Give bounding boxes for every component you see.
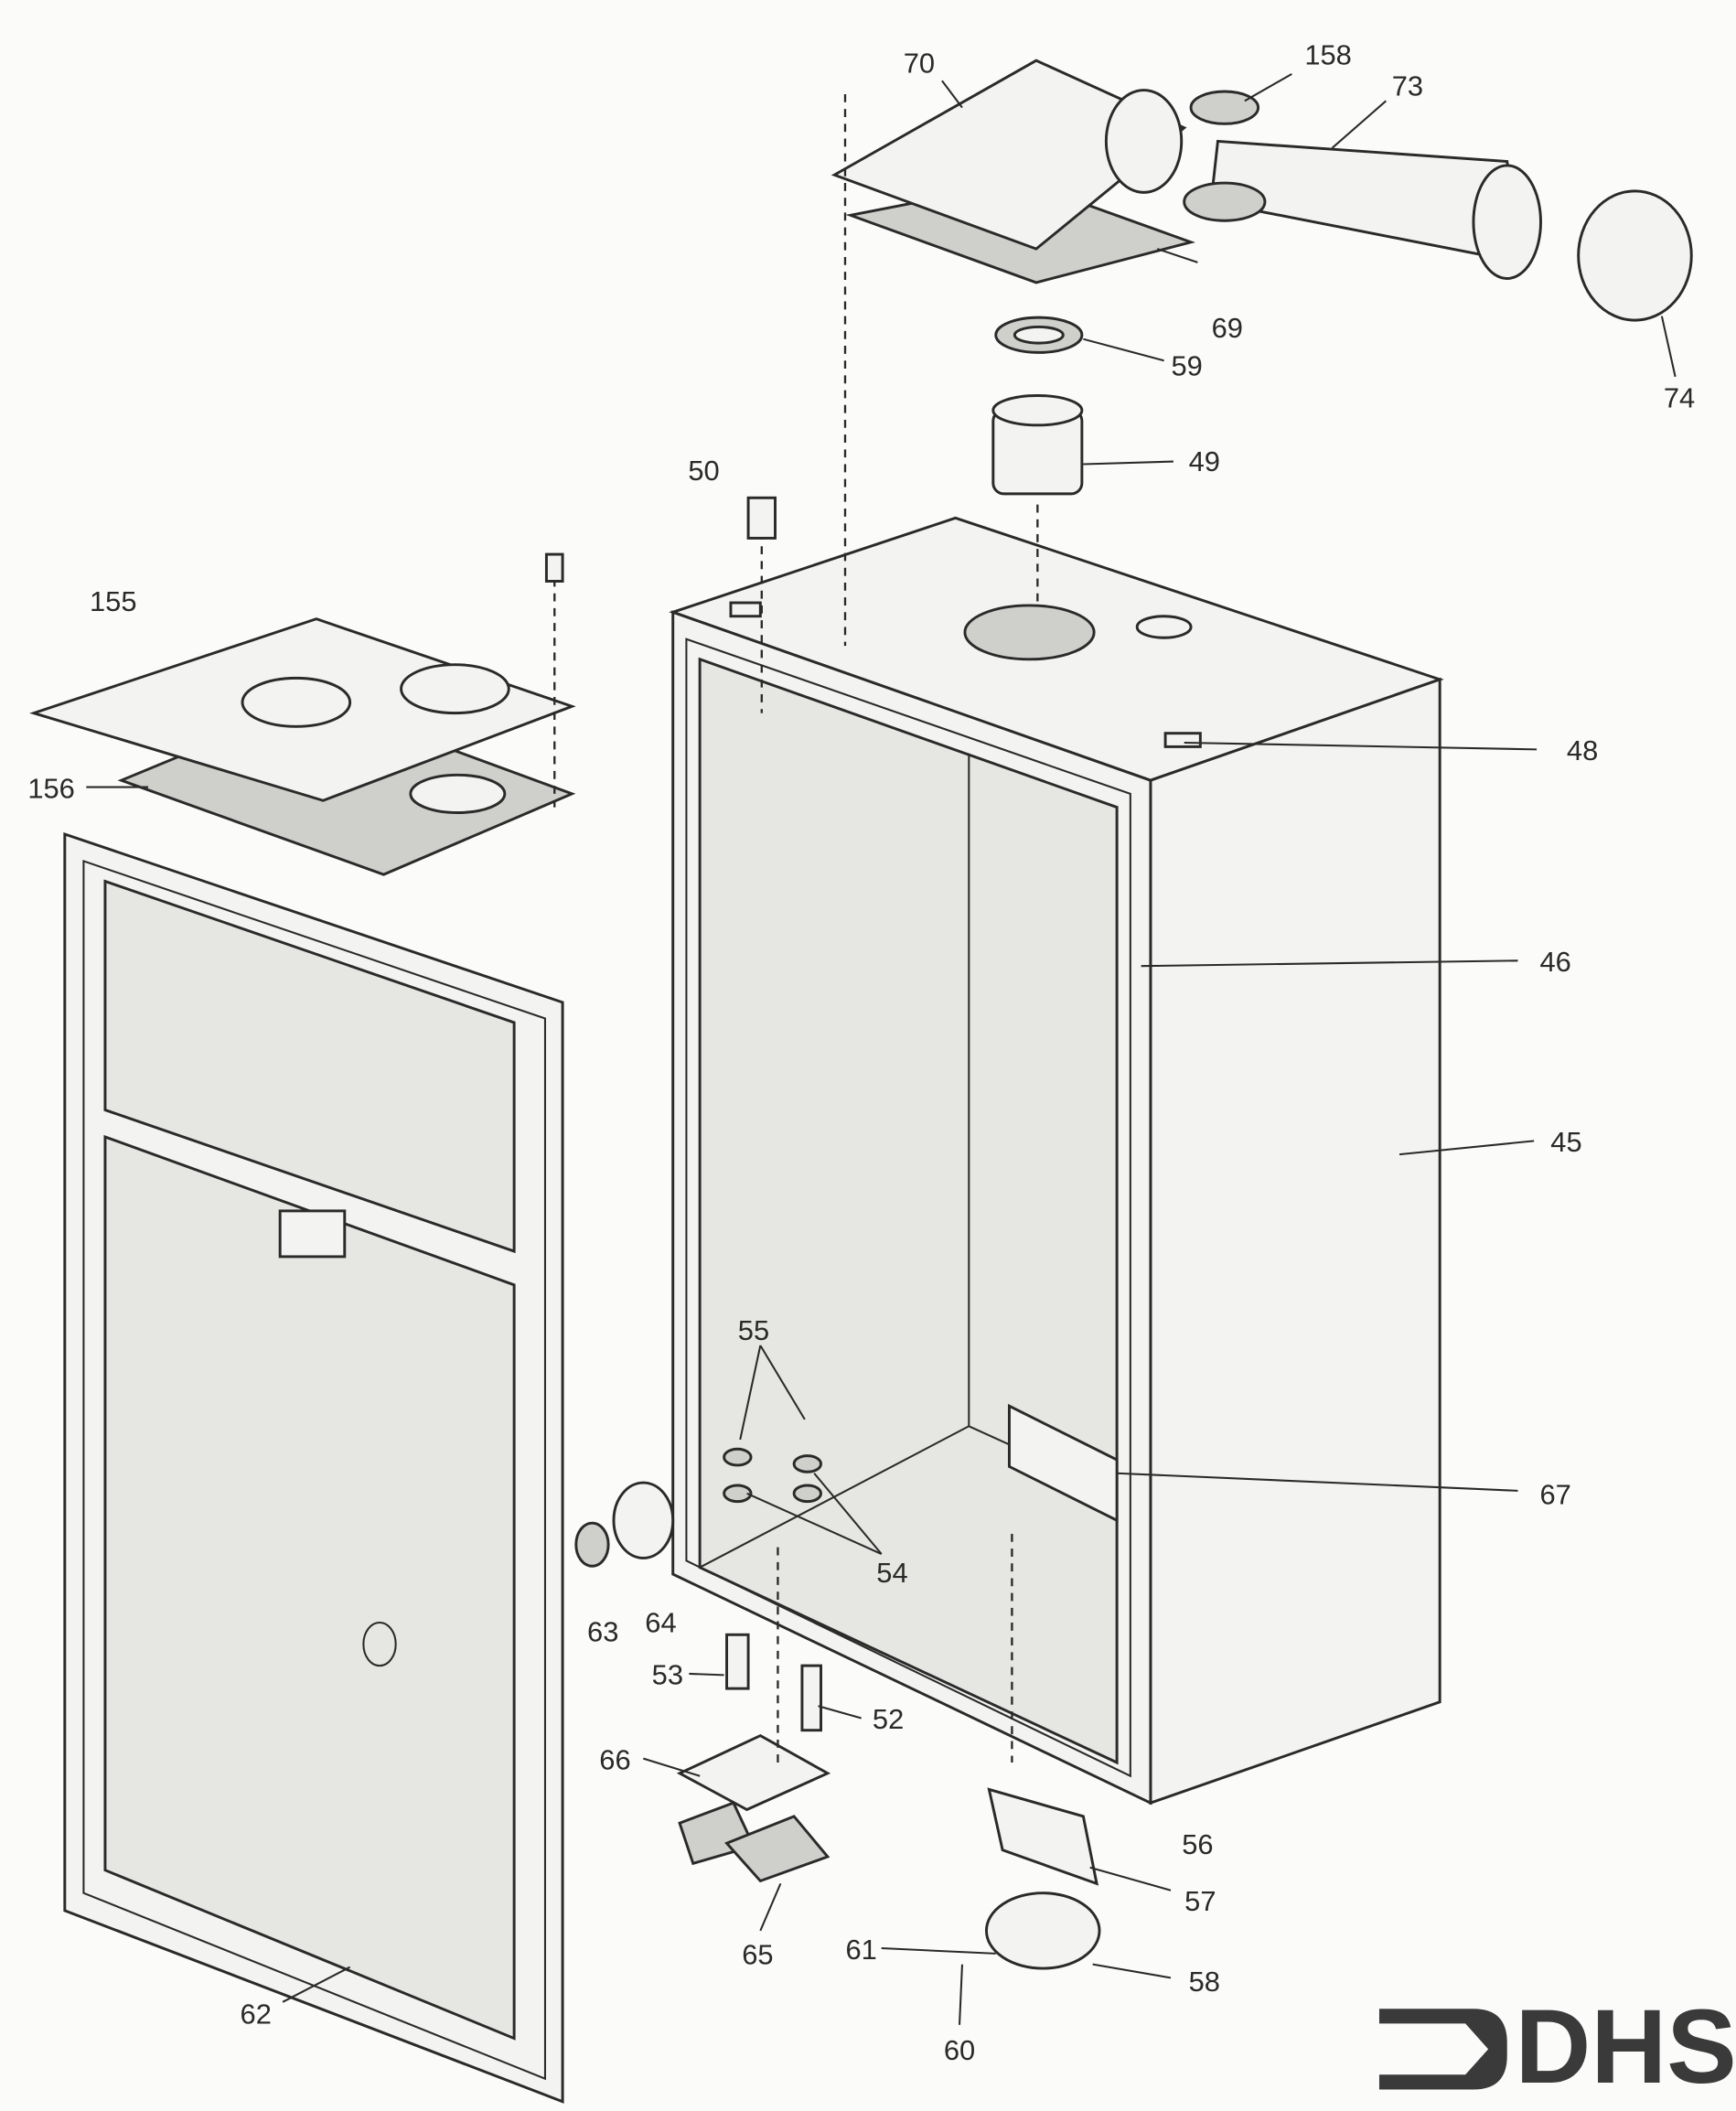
part-label-53: 53: [652, 1659, 683, 1691]
part-label-48: 48: [1567, 734, 1598, 766]
part-label-63: 63: [587, 1616, 618, 1648]
part-label-65: 65: [742, 1939, 773, 1971]
part-label-66: 66: [599, 1743, 630, 1775]
part-label-46: 46: [1540, 946, 1571, 978]
part-label-49: 49: [1189, 445, 1220, 477]
part-label-55: 55: [738, 1314, 769, 1346]
part-label-57: 57: [1184, 1885, 1216, 1917]
part-label-52: 52: [873, 1703, 904, 1735]
part-label-58: 58: [1189, 1966, 1220, 1998]
dhs-logo-text: DHS: [1516, 1988, 1736, 2106]
lower-components: [574, 1403, 1119, 1970]
flue-assembly: [746, 59, 1693, 713]
part-label-61: 61: [845, 1934, 876, 1966]
part-label-74: 74: [1664, 382, 1695, 414]
front-panel: [63, 831, 564, 2104]
part-label-50: 50: [688, 455, 719, 487]
part-label-70: 70: [904, 47, 935, 79]
part-label-60: 60: [944, 2034, 975, 2066]
part-label-73: 73: [1392, 70, 1423, 102]
part-labels: 70 158 73 69 59 74 49 50 155 48 156 46 4…: [27, 39, 1695, 2066]
part-label-155: 155: [90, 585, 137, 617]
part-label-45: 45: [1550, 1126, 1581, 1158]
leader-lines: [86, 73, 1677, 2025]
part-label-59: 59: [1171, 349, 1202, 381]
dhs-logo: DHS: [1378, 1988, 1736, 2106]
part-label-56: 56: [1182, 1828, 1213, 1860]
part-label-67: 67: [1540, 1479, 1571, 1511]
part-label-54: 54: [876, 1557, 907, 1589]
part-label-156: 156: [27, 772, 75, 804]
dhs-arrow-icon: [1378, 2009, 1507, 2090]
part-label-64: 64: [645, 1606, 676, 1638]
part-label-69: 69: [1212, 312, 1243, 344]
cabinet-casing: [669, 516, 1444, 1806]
top-plate: [29, 552, 576, 876]
part-label-62: 62: [241, 1998, 272, 2030]
part-label-158: 158: [1304, 39, 1352, 71]
